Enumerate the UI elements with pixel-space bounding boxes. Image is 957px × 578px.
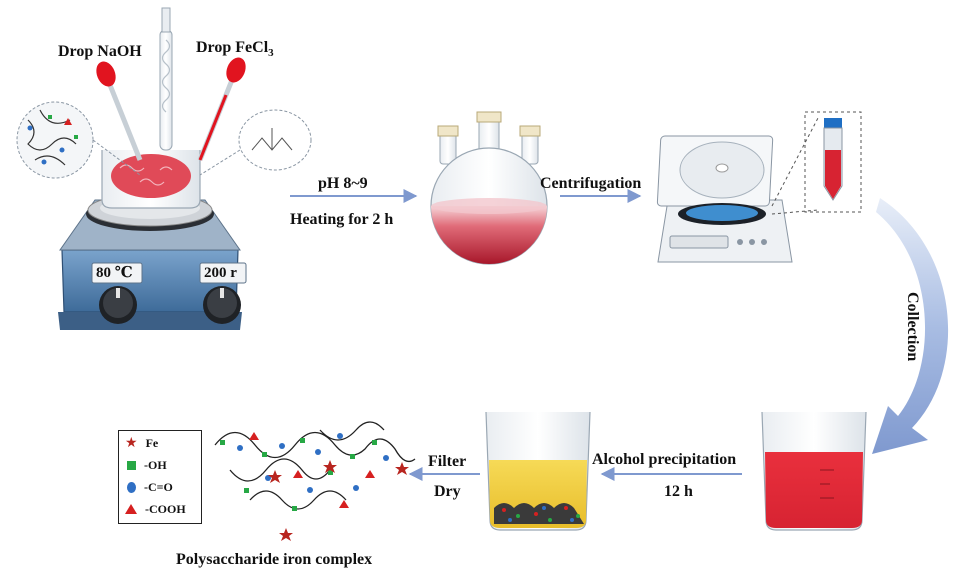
- time-label: 12 h: [664, 483, 693, 500]
- process-arrows: [290, 189, 949, 481]
- legend-label: -OH: [144, 457, 167, 472]
- reaction-flask: [96, 7, 246, 209]
- legend-item-cooh: -COOH: [125, 501, 186, 517]
- yellow-beaker: [485, 411, 591, 531]
- condenser: [159, 29, 173, 151]
- polysaccharide-zoom: [16, 101, 141, 179]
- legend-label: Fe: [145, 435, 159, 450]
- dry-label: Dry: [434, 483, 461, 500]
- fecl3-dropper: [197, 57, 246, 161]
- legend: ★ Fe -OH -C=O -COOH: [118, 430, 202, 524]
- centrifugation-label: Centrifugation: [540, 175, 642, 192]
- speed-display: [199, 262, 247, 284]
- filter-label: Filter: [428, 453, 467, 470]
- polysaccharide-iron-network: [214, 421, 416, 541]
- collection-label: Collection: [904, 292, 921, 362]
- red-beaker: [761, 411, 867, 531]
- ph-label: pH 8~9: [318, 175, 368, 192]
- heating-label: Heating for 2 h: [290, 211, 394, 228]
- three-neck-flask: [430, 111, 548, 265]
- speed-knob[interactable]: [203, 286, 241, 324]
- temp-display: [91, 262, 143, 284]
- collection-curved-arrow: [872, 198, 949, 454]
- star-icon: ★: [125, 435, 138, 451]
- drop-fecl3-label: Drop FeCl3: [196, 40, 274, 59]
- legend-item-oh: -OH: [125, 457, 167, 473]
- circle-icon: [127, 481, 136, 493]
- product-label: Polysaccharide iron complex: [176, 551, 373, 568]
- temperature-knob[interactable]: [99, 286, 137, 324]
- centrifuge: [656, 111, 862, 263]
- drop-fecl3-subscript: 3: [268, 47, 274, 60]
- drop-fecl3-text: Drop FeCl: [196, 39, 269, 56]
- naoh-dropper: [96, 61, 143, 161]
- alcohol-precipitation-label: Alcohol precipitation: [592, 451, 737, 468]
- legend-item-fe: ★ Fe: [125, 435, 158, 451]
- legend-item-co: -C=O: [125, 479, 173, 495]
- drop-naoh-label: Drop NaOH: [58, 43, 142, 60]
- citrate-zoom: [199, 109, 312, 176]
- triangle-icon: [125, 504, 137, 514]
- magnetic-stirrer: [58, 193, 247, 330]
- legend-label: -C=O: [144, 479, 173, 494]
- square-icon: [127, 460, 136, 470]
- temperature-label: 80 ℃: [96, 265, 133, 281]
- legend-label: -COOH: [145, 501, 186, 516]
- speed-label: 200 r: [204, 265, 237, 281]
